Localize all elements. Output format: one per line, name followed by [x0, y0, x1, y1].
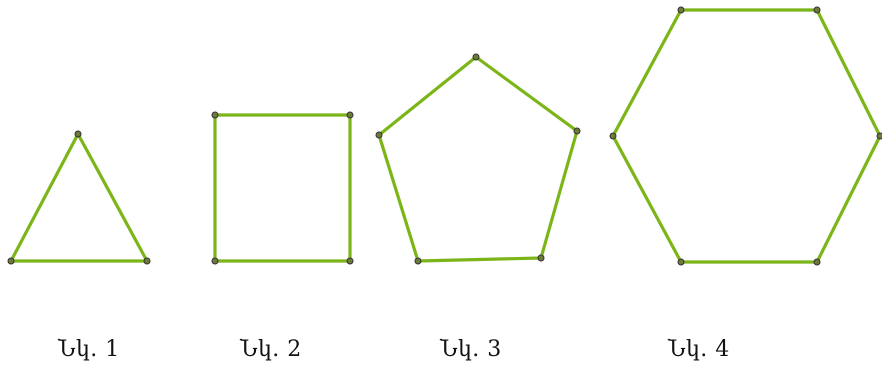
hexagon-vertex	[677, 6, 685, 14]
pentagon-vertex	[573, 127, 581, 135]
triangle-vertex	[143, 257, 151, 265]
caption-figure-3: Նկ. 3	[440, 337, 502, 362]
pentagon-vertex	[537, 254, 545, 262]
hexagon-vertex	[813, 6, 821, 14]
hexagon-edge	[611, 134, 683, 264]
triangle-edge	[76, 132, 149, 263]
caption-figure-4: Նկ. 4	[668, 337, 730, 362]
pentagon-vertex	[414, 257, 422, 265]
triangle-vertex	[74, 130, 82, 138]
pentagon-edge	[416, 256, 543, 263]
caption-figure-2: Նկ. 2	[240, 337, 302, 362]
pentagon-edge	[474, 55, 579, 133]
square-vertex	[346, 257, 354, 265]
hexagon-edge	[815, 8, 882, 138]
hexagon-edge	[611, 8, 683, 138]
triangle-edge	[9, 132, 80, 263]
hexagon-vertex	[813, 258, 821, 266]
square-vertex	[211, 111, 219, 119]
pentagon-figure	[375, 53, 581, 265]
square-vertex	[211, 257, 219, 265]
pentagon-vertex	[472, 53, 480, 61]
hexagon-vertex	[876, 132, 882, 140]
pentagon-edge	[377, 133, 420, 263]
hexagon-edge	[815, 134, 882, 264]
pentagon-edge	[377, 55, 478, 137]
pentagon-edge	[539, 129, 579, 260]
hexagon-vertex	[609, 132, 617, 140]
pentagon-vertex	[375, 131, 383, 139]
caption-figure-1: Նկ. 1	[58, 337, 120, 362]
triangle-vertex	[7, 257, 15, 265]
square-vertex	[346, 111, 354, 119]
hexagon-figure	[609, 6, 882, 266]
square-figure	[211, 111, 354, 265]
triangle-figure	[7, 130, 151, 265]
hexagon-vertex	[677, 258, 685, 266]
